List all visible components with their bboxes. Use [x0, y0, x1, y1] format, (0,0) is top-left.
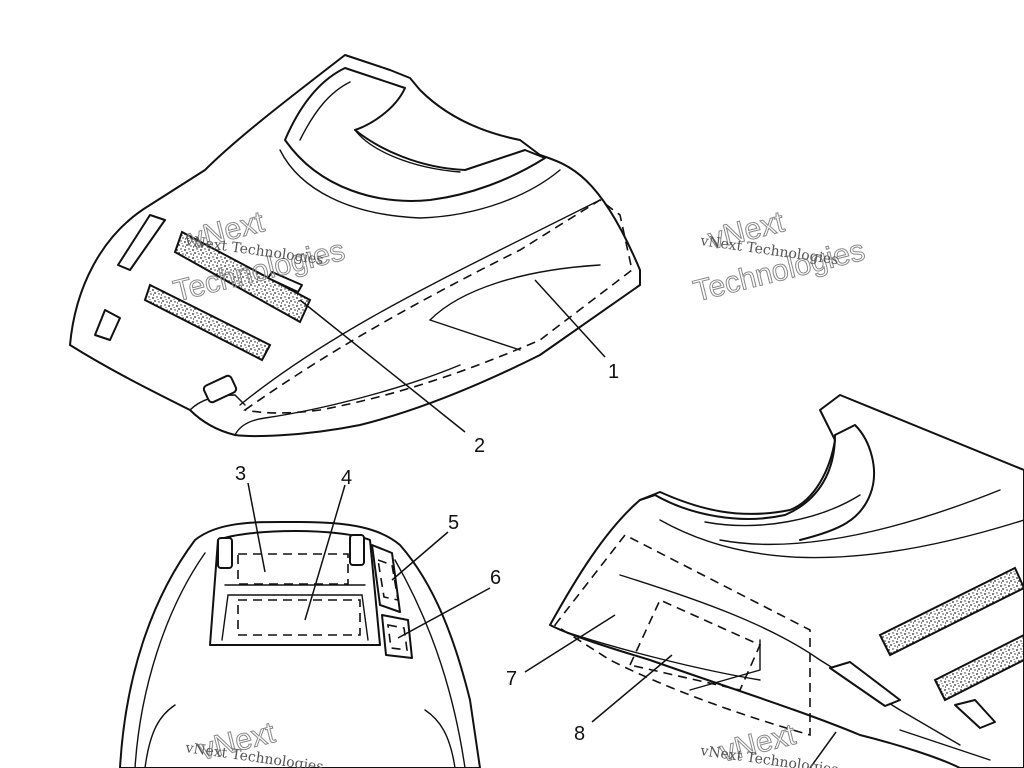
hood-view-front — [119, 520, 481, 768]
callout-2: 2 — [474, 435, 485, 457]
leader-lines — [247, 279, 837, 768]
callout-labels: 1 2 3 4 5 6 7 8 — [235, 361, 619, 745]
callout-5: 5 — [448, 512, 459, 534]
callout-7: 7 — [506, 668, 517, 690]
hood-view-top-left — [69, 54, 641, 437]
callout-4: 4 — [341, 467, 352, 489]
callout-3: 3 — [235, 463, 246, 485]
callout-8: 8 — [574, 723, 585, 745]
hood-view-bottom-right — [549, 394, 1024, 768]
callout-6: 6 — [490, 567, 501, 589]
callout-1: 1 — [608, 361, 619, 383]
